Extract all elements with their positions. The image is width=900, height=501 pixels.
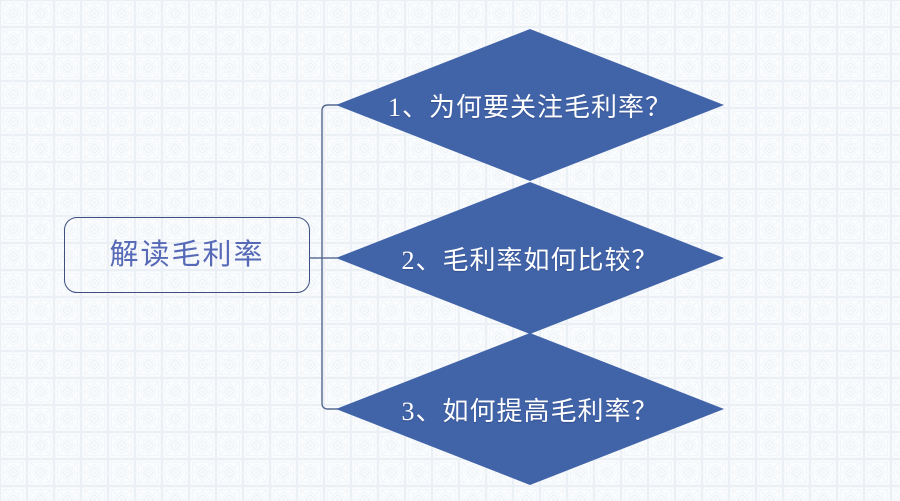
branch-node-3-label: 3、如何提高毛利率？ bbox=[401, 396, 659, 426]
branch-node-2-label: 2、毛利率如何比较？ bbox=[401, 245, 659, 275]
root-node-label: 解读毛利率 bbox=[109, 238, 265, 271]
branch-node-1-label: 1、为何要关注毛利率？ bbox=[387, 92, 672, 122]
branch-node-2[interactable]: 2、毛利率如何比较？ bbox=[336, 182, 724, 334]
branch-node-1[interactable]: 1、为何要关注毛利率？ bbox=[336, 29, 724, 181]
root-node[interactable]: 解读毛利率 bbox=[64, 217, 310, 293]
branch-node-3[interactable]: 3、如何提高毛利率？ bbox=[336, 333, 724, 485]
connector-trunk bbox=[321, 104, 338, 410]
